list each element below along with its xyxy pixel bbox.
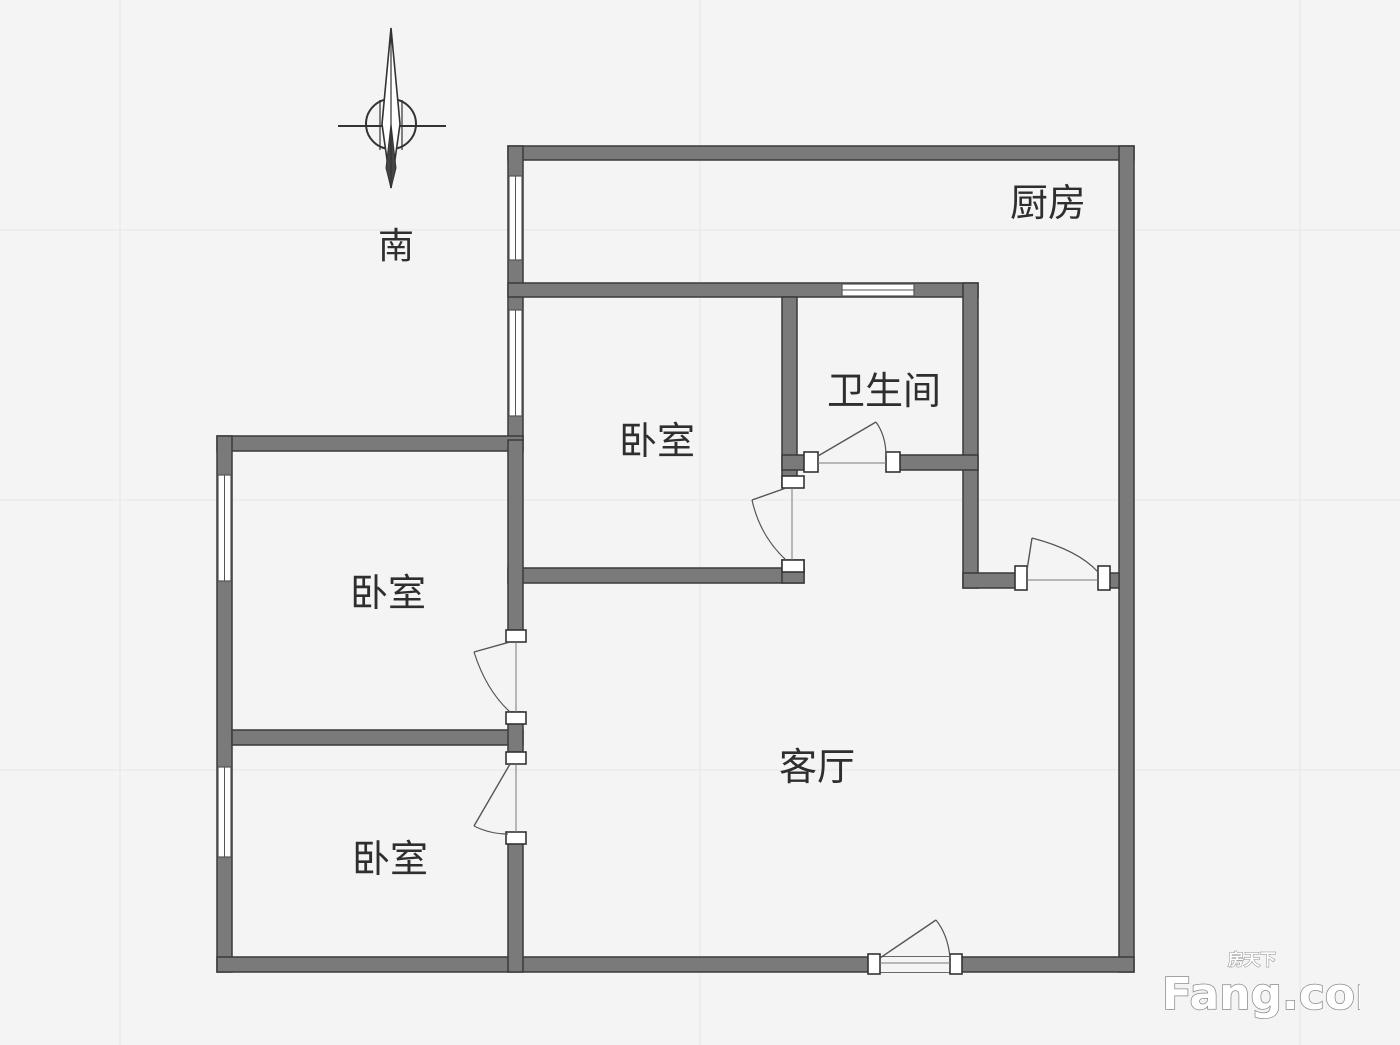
room-label-bathroom: 卫生间 [827,369,941,413]
room-label-bedroom-left: 卧室 [350,571,426,615]
north-arrow-icon [338,27,446,189]
room-label-bedroom-top: 卧室 [619,419,695,463]
fang-watermark-logo: 房天下 Fang.com [1161,950,1360,1021]
watermark-brand: Fang.com [1162,969,1360,1020]
windows [217,175,915,858]
doors [473,421,1111,975]
compass-direction-label: 南 [378,226,414,267]
room-label-kitchen: 厨房 [1010,181,1086,225]
room-label-bedroom-bottom: 卧室 [352,837,428,881]
watermark-sub: 房天下 [1228,950,1276,969]
room-label-living-room: 客厅 [779,745,855,789]
